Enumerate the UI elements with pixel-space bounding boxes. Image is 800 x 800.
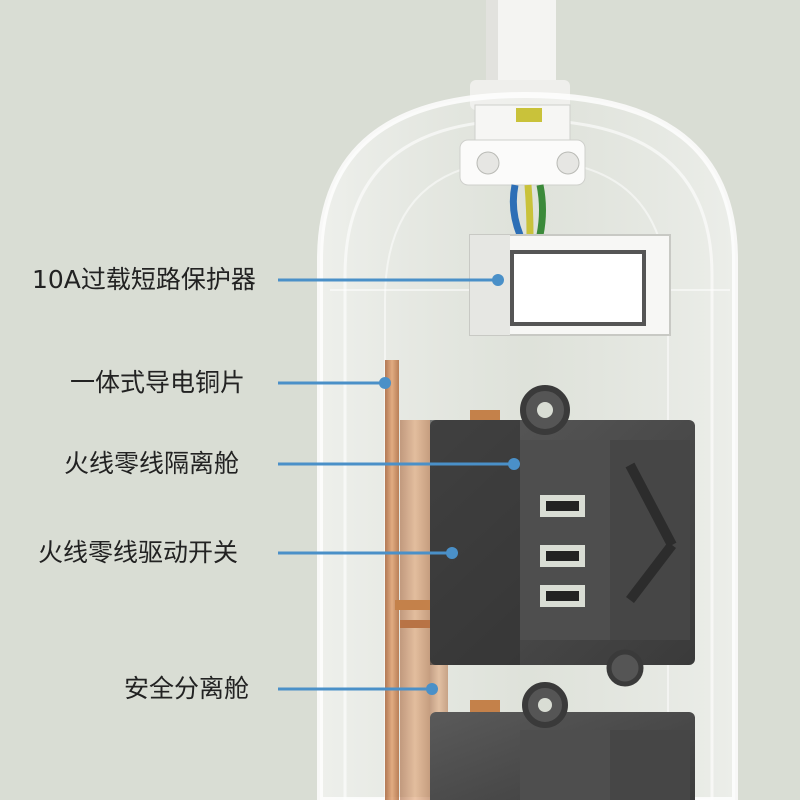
overload-breaker [469, 234, 671, 336]
socket-module-1 [430, 385, 695, 687]
callout-label-isolation: 火线零线隔离舱 [64, 449, 240, 478]
callout-dot-copper [379, 377, 391, 389]
callout-label-copper: 一体式导电铜片 [70, 368, 246, 397]
internal-wires [509, 184, 546, 237]
callout-dot-breaker [492, 274, 504, 286]
callout-label-safety: 安全分离舱 [124, 674, 250, 703]
callout-dot-safety [426, 683, 438, 695]
callout-label-drive: 火线零线驱动开关 [38, 538, 239, 567]
callout-dot-isolation [508, 458, 520, 470]
cable-clamp [459, 104, 586, 186]
callout-lines [278, 274, 520, 695]
callout-label-breaker: 10A过载短路保护器 [32, 265, 256, 294]
callout-dot-drive [446, 547, 458, 559]
socket-module-2 [430, 682, 695, 800]
